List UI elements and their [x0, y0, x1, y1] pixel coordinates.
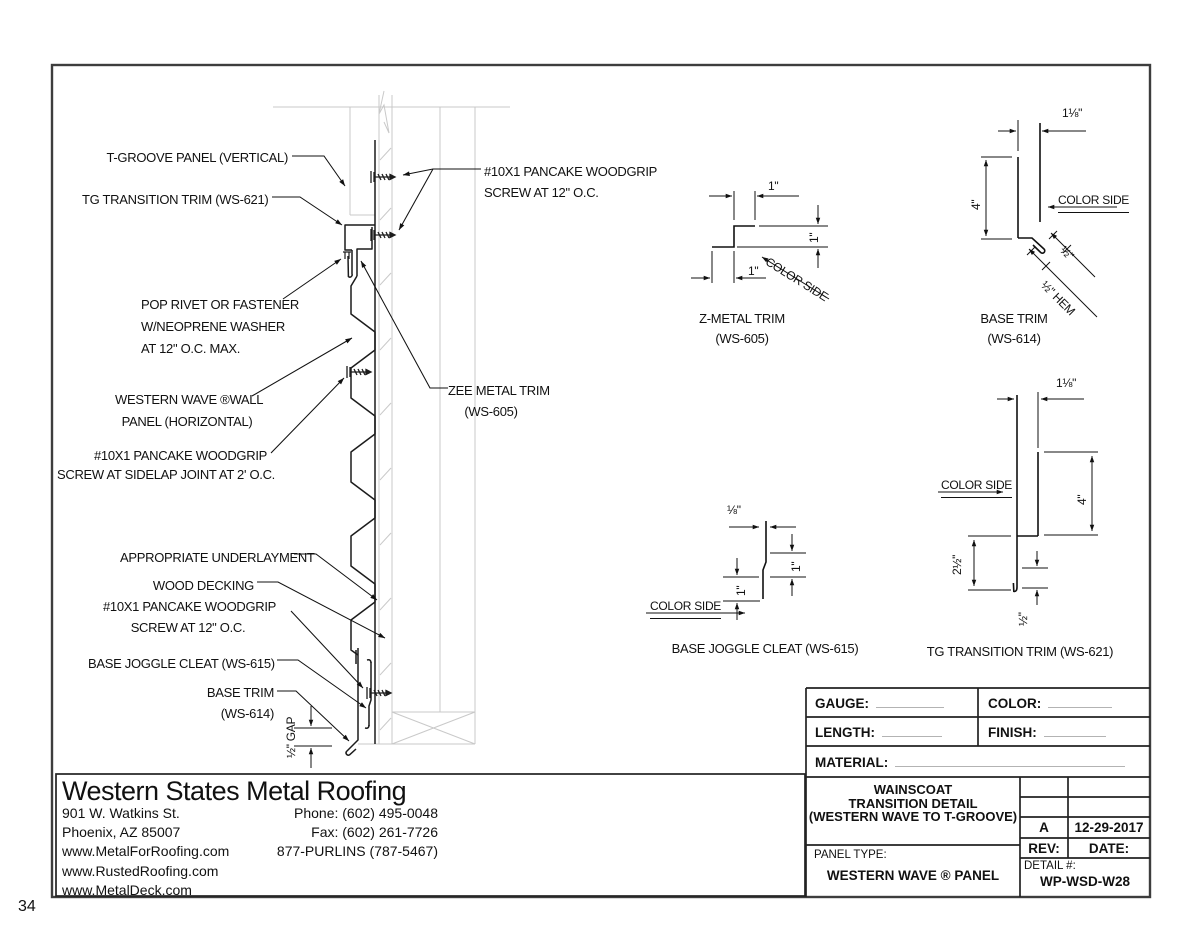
break-symbol [378, 90, 390, 134]
tg-transition-trim-installed [344, 224, 375, 251]
callout-wood-decking: WOOD DECKING [152, 578, 254, 593]
tgtrim-dim-left: 2½" [950, 554, 964, 575]
basetrim-color-side-label: COLOR SIDE [1058, 190, 1129, 213]
company-phone: Phone: (602) 495-0048 [294, 805, 438, 821]
date-label: DATE: [1088, 841, 1130, 856]
title-block-lines [55, 687, 1150, 897]
z-metal-profile [691, 191, 830, 300]
joggle-cleat-profile [646, 521, 806, 620]
color-blank [1048, 696, 1113, 708]
length-field: LENGTH: [815, 725, 942, 740]
callout-zee-metal-trim: ZEE METAL TRIM (WS-605) [448, 383, 550, 419]
detail-title: WAINSCOAT TRANSITION DETAIL (WESTERN WAV… [808, 782, 1018, 825]
company-website: www.MetalDeck.com [62, 881, 192, 898]
finish-field: FINISH: [988, 725, 1106, 740]
joggle-color-side-label: COLOR SIDE [650, 596, 721, 619]
screw-top [370, 171, 397, 183]
callout-base-trim: BASE TRIM (WS-614) [206, 685, 274, 721]
joggle-cleat-title: BASE JOGGLE CLEAT (WS-615) [671, 641, 859, 656]
screw-sidelap [346, 366, 373, 378]
callout-t-groove-panel: T-GROOVE PANEL (VERTICAL) [106, 150, 288, 165]
panel-type-value: WESTERN WAVE ® PANEL [826, 868, 1000, 883]
sheathing-hatch [379, 147, 392, 731]
screw-trim [370, 229, 397, 241]
tgtrim-dim-top: 1⅛" [1056, 376, 1077, 390]
company-name: Western States Metal Roofing [62, 776, 407, 806]
material-field: MATERIAL: [815, 755, 1126, 770]
base-trim-profile [981, 120, 1117, 318]
callout-underlayment: APPROPRIATE UNDERLAYMENT [120, 550, 315, 565]
callout-western-wave-panel: WESTERN WAVE ®WALL PANEL (HORIZONTAL) [115, 392, 264, 429]
tg-transition-title: TG TRANSITION TRIM (WS-621) [926, 644, 1114, 659]
joggle-dim-right: 1" [789, 561, 803, 572]
zee-trim-installed [356, 227, 373, 276]
z-dim-bottom: 1" [748, 264, 759, 278]
callout-sidelap-screw: #10X1 PANCAKE WOODGRIP SCREW AT SIDELAP … [57, 448, 275, 482]
z-dim-top: 1" [768, 179, 779, 193]
rev-value: A [1039, 820, 1049, 835]
z-metal-title: Z-METAL TRIM (WS-605) [699, 311, 785, 346]
western-wave-panel [350, 275, 376, 656]
tgtrim-dim-bottom: ½" [1016, 612, 1030, 626]
screws [346, 171, 397, 699]
joggle-dim-left: 1" [734, 585, 748, 596]
tg-transition-profile [938, 392, 1098, 605]
finish-blank [1043, 725, 1106, 737]
gauge-blank [876, 696, 944, 708]
leader-lines [251, 155, 481, 742]
gap-dimension-label: ½" GAP [284, 716, 298, 758]
callout-pop-rivet: POP RIVET OR FASTENER W/NEOPRENE WASHER … [141, 297, 299, 356]
pop-rivet [343, 251, 351, 259]
tgtrim-color-side-label: COLOR SIDE [941, 475, 1012, 498]
date-value: 12-29-2017 [1074, 820, 1144, 835]
company-address: 901 W. Watkins St. Phoenix, AZ 85007 www… [62, 804, 229, 900]
main-section [343, 140, 376, 756]
company-phones: Phone: (602) 495-0048 Fax: (602) 261-772… [238, 804, 438, 862]
callout-pancake-screw-bottom: #10X1 PANCAKE WOODGRIP SCREW AT 12" O.C. [103, 599, 277, 635]
base-trim-title: BASE TRIM (WS-614) [980, 311, 1048, 346]
base-trim-installed [345, 648, 359, 756]
tgtrim-dim-right: 4" [1075, 494, 1089, 505]
panel-type-label: PANEL TYPE: [814, 849, 887, 861]
sheet-border [50, 63, 1152, 899]
company-fax: Fax: (602) 261-7726 [311, 824, 438, 841]
z-dim-right: 1" [807, 232, 821, 243]
length-blank [882, 725, 942, 737]
company-website: www.RustedRoofing.com [62, 862, 219, 879]
gap-dimension [294, 706, 332, 768]
callout-base-joggle-cleat: BASE JOGGLE CLEAT (WS-615) [88, 656, 275, 671]
callout-tg-transition-trim: TG TRANSITION TRIM (WS-621) [82, 192, 269, 207]
color-field: COLOR: [988, 696, 1113, 711]
base-joggle-cleat-installed [368, 662, 372, 726]
callout-pancake-screw-top: #10X1 PANCAKE WOODGRIP SCREW AT 12" O.C. [484, 164, 658, 200]
screw-cleat [366, 687, 393, 699]
material-blank [895, 755, 1126, 767]
rev-label: REV: [1028, 841, 1060, 856]
gauge-field: GAUGE: [815, 696, 944, 711]
basetrim-dim-top: 1⅛" [1062, 106, 1083, 120]
sheet-number: 34 [18, 898, 36, 915]
company-tollfree: 877-PURLINS (787-5467) [276, 843, 438, 860]
company-website: www.MetalForRoofing.com [62, 843, 230, 860]
trim-lip-hem [347, 250, 353, 278]
detail-number-value: WP-WSD-W28 [1040, 874, 1130, 889]
detail-number-label: DETAIL #: [1024, 860, 1076, 872]
basetrim-dim-left: 4" [969, 199, 983, 210]
joggle-dim-top: ⅛" [727, 503, 741, 517]
